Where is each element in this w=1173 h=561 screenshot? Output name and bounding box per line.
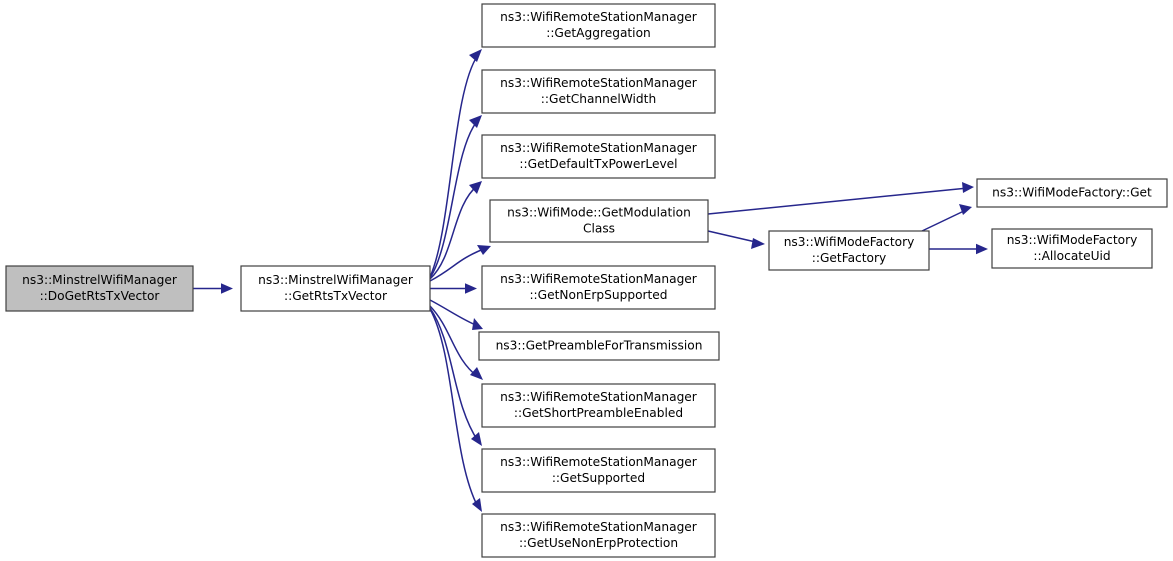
edge-rts-to-get-short-preamble <box>429 305 483 380</box>
node-box-get-preamble-for-transmission[interactable] <box>478 331 720 361</box>
node-get-non-erp-supported[interactable]: ns3::WifiRemoteStationManager::GetNonErp… <box>481 265 716 310</box>
node-box-get-use-non-erp-protection[interactable] <box>481 513 716 558</box>
node-get-supported[interactable]: ns3::WifiRemoteStationManager::GetSuppor… <box>481 448 716 493</box>
edge-get-factory-to-allocate-uid-arrowhead-icon <box>976 243 988 255</box>
edge-rts-to-get-modulation-class <box>429 245 491 282</box>
edge-modulation-to-get-factory <box>707 230 765 249</box>
edge-rts-to-get-aggregation-line <box>429 54 479 278</box>
edge-rts-to-get-non-erp-supported <box>430 283 477 294</box>
node-box-get-modulation-class[interactable] <box>489 199 709 243</box>
node-box-do-get-rts-tx-vector[interactable] <box>5 265 194 312</box>
node-box-wifi-mode-factory-get[interactable] <box>976 178 1168 208</box>
edge-rts-to-get-supported-line <box>429 307 479 442</box>
node-box-get-aggregation[interactable] <box>481 3 716 48</box>
node-wifi-mode-factory-get-factory[interactable]: ns3::WifiModeFactory::GetFactory <box>768 230 930 271</box>
edge-root-to-get-rts-tx-vector <box>193 283 233 294</box>
edge-rts-to-get-preamble-arrowhead-icon <box>472 318 483 330</box>
edge-modulation-to-get-factory-arrowhead-icon <box>751 238 765 249</box>
node-get-use-non-erp-protection[interactable]: ns3::WifiRemoteStationManager::GetUseNon… <box>481 513 716 558</box>
node-get-channel-width[interactable]: ns3::WifiRemoteStationManager::GetChanne… <box>481 69 716 114</box>
edge-modulation-to-get-factory-line <box>707 230 761 244</box>
node-get-preamble-for-transmission[interactable]: ns3::GetPreambleForTransmission <box>478 331 720 361</box>
edge-rts-to-get-use-non-erp <box>429 308 482 512</box>
node-box-get-short-preamble-enabled[interactable] <box>481 383 716 428</box>
edge-rts-to-get-channel-width <box>429 115 482 279</box>
node-wifi-mode-factory-allocate-uid[interactable]: ns3::WifiModeFactory::AllocateUid <box>991 228 1153 269</box>
edge-rts-to-get-supported-arrowhead-icon <box>471 432 482 446</box>
node-box-wifi-mode-factory-get-factory[interactable] <box>768 230 930 271</box>
edge-get-factory-to-factory-get <box>921 204 972 232</box>
edge-rts-to-get-short-preamble-arrowhead-icon <box>470 367 483 380</box>
node-box-get-supported[interactable] <box>481 448 716 493</box>
edge-root-to-get-rts-tx-vector-arrowhead-icon <box>221 283 233 294</box>
node-wifi-mode-factory-get[interactable]: ns3::WifiModeFactory::Get <box>976 178 1168 208</box>
edge-get-factory-to-factory-get-arrowhead-icon <box>959 204 972 215</box>
edge-rts-to-get-default-tx-power-line <box>429 184 479 280</box>
edge-rts-to-get-preamble <box>429 299 483 330</box>
edge-rts-to-get-use-non-erp-line <box>429 308 479 508</box>
node-get-aggregation[interactable]: ns3::WifiRemoteStationManager::GetAggreg… <box>481 3 716 48</box>
edge-rts-to-get-default-tx-power <box>429 181 482 280</box>
edge-get-factory-to-allocate-uid <box>929 243 988 255</box>
node-box-get-rts-tx-vector[interactable] <box>240 265 431 312</box>
node-get-default-tx-power-level[interactable]: ns3::WifiRemoteStationManager::GetDefaul… <box>481 134 716 179</box>
edge-rts-to-get-short-preamble-line <box>429 305 479 378</box>
node-do-get-rts-tx-vector[interactable]: ns3::MinstrelWifiManager::DoGetRtsTxVect… <box>5 265 194 312</box>
edge-rts-to-get-aggregation <box>429 49 482 278</box>
node-box-get-non-erp-supported[interactable] <box>481 265 716 310</box>
edges-layer <box>193 49 988 512</box>
nodes-layer: ns3::MinstrelWifiManager::DoGetRtsTxVect… <box>5 3 1168 558</box>
node-box-wifi-mode-factory-allocate-uid[interactable] <box>991 228 1153 269</box>
edge-rts-to-get-supported <box>429 307 482 446</box>
edge-rts-to-get-channel-width-line <box>429 119 479 279</box>
edge-rts-to-get-modulation-class-arrowhead-icon <box>477 245 491 255</box>
edge-modulation-to-factory-get-line <box>707 187 969 215</box>
edge-rts-to-get-channel-width-arrowhead-icon <box>469 115 482 128</box>
edge-rts-to-get-use-non-erp-arrowhead-icon <box>472 498 482 512</box>
node-box-get-channel-width[interactable] <box>481 69 716 114</box>
edge-rts-to-get-non-erp-supported-arrowhead-icon <box>465 283 477 294</box>
edge-rts-to-get-default-tx-power-arrowhead-icon <box>469 181 482 194</box>
edge-modulation-to-factory-get-arrowhead-icon <box>962 182 974 193</box>
node-get-short-preamble-enabled[interactable]: ns3::WifiRemoteStationManager::GetShortP… <box>481 383 716 428</box>
node-get-rts-tx-vector[interactable]: ns3::MinstrelWifiManager::GetRtsTxVector <box>240 265 431 312</box>
edge-modulation-to-factory-get <box>707 182 974 215</box>
edge-rts-to-get-modulation-class-line <box>429 247 487 282</box>
edge-get-factory-to-factory-get-line <box>921 209 967 232</box>
edge-rts-to-get-aggregation-arrowhead-icon <box>469 49 482 62</box>
node-box-get-default-tx-power-level[interactable] <box>481 134 716 179</box>
